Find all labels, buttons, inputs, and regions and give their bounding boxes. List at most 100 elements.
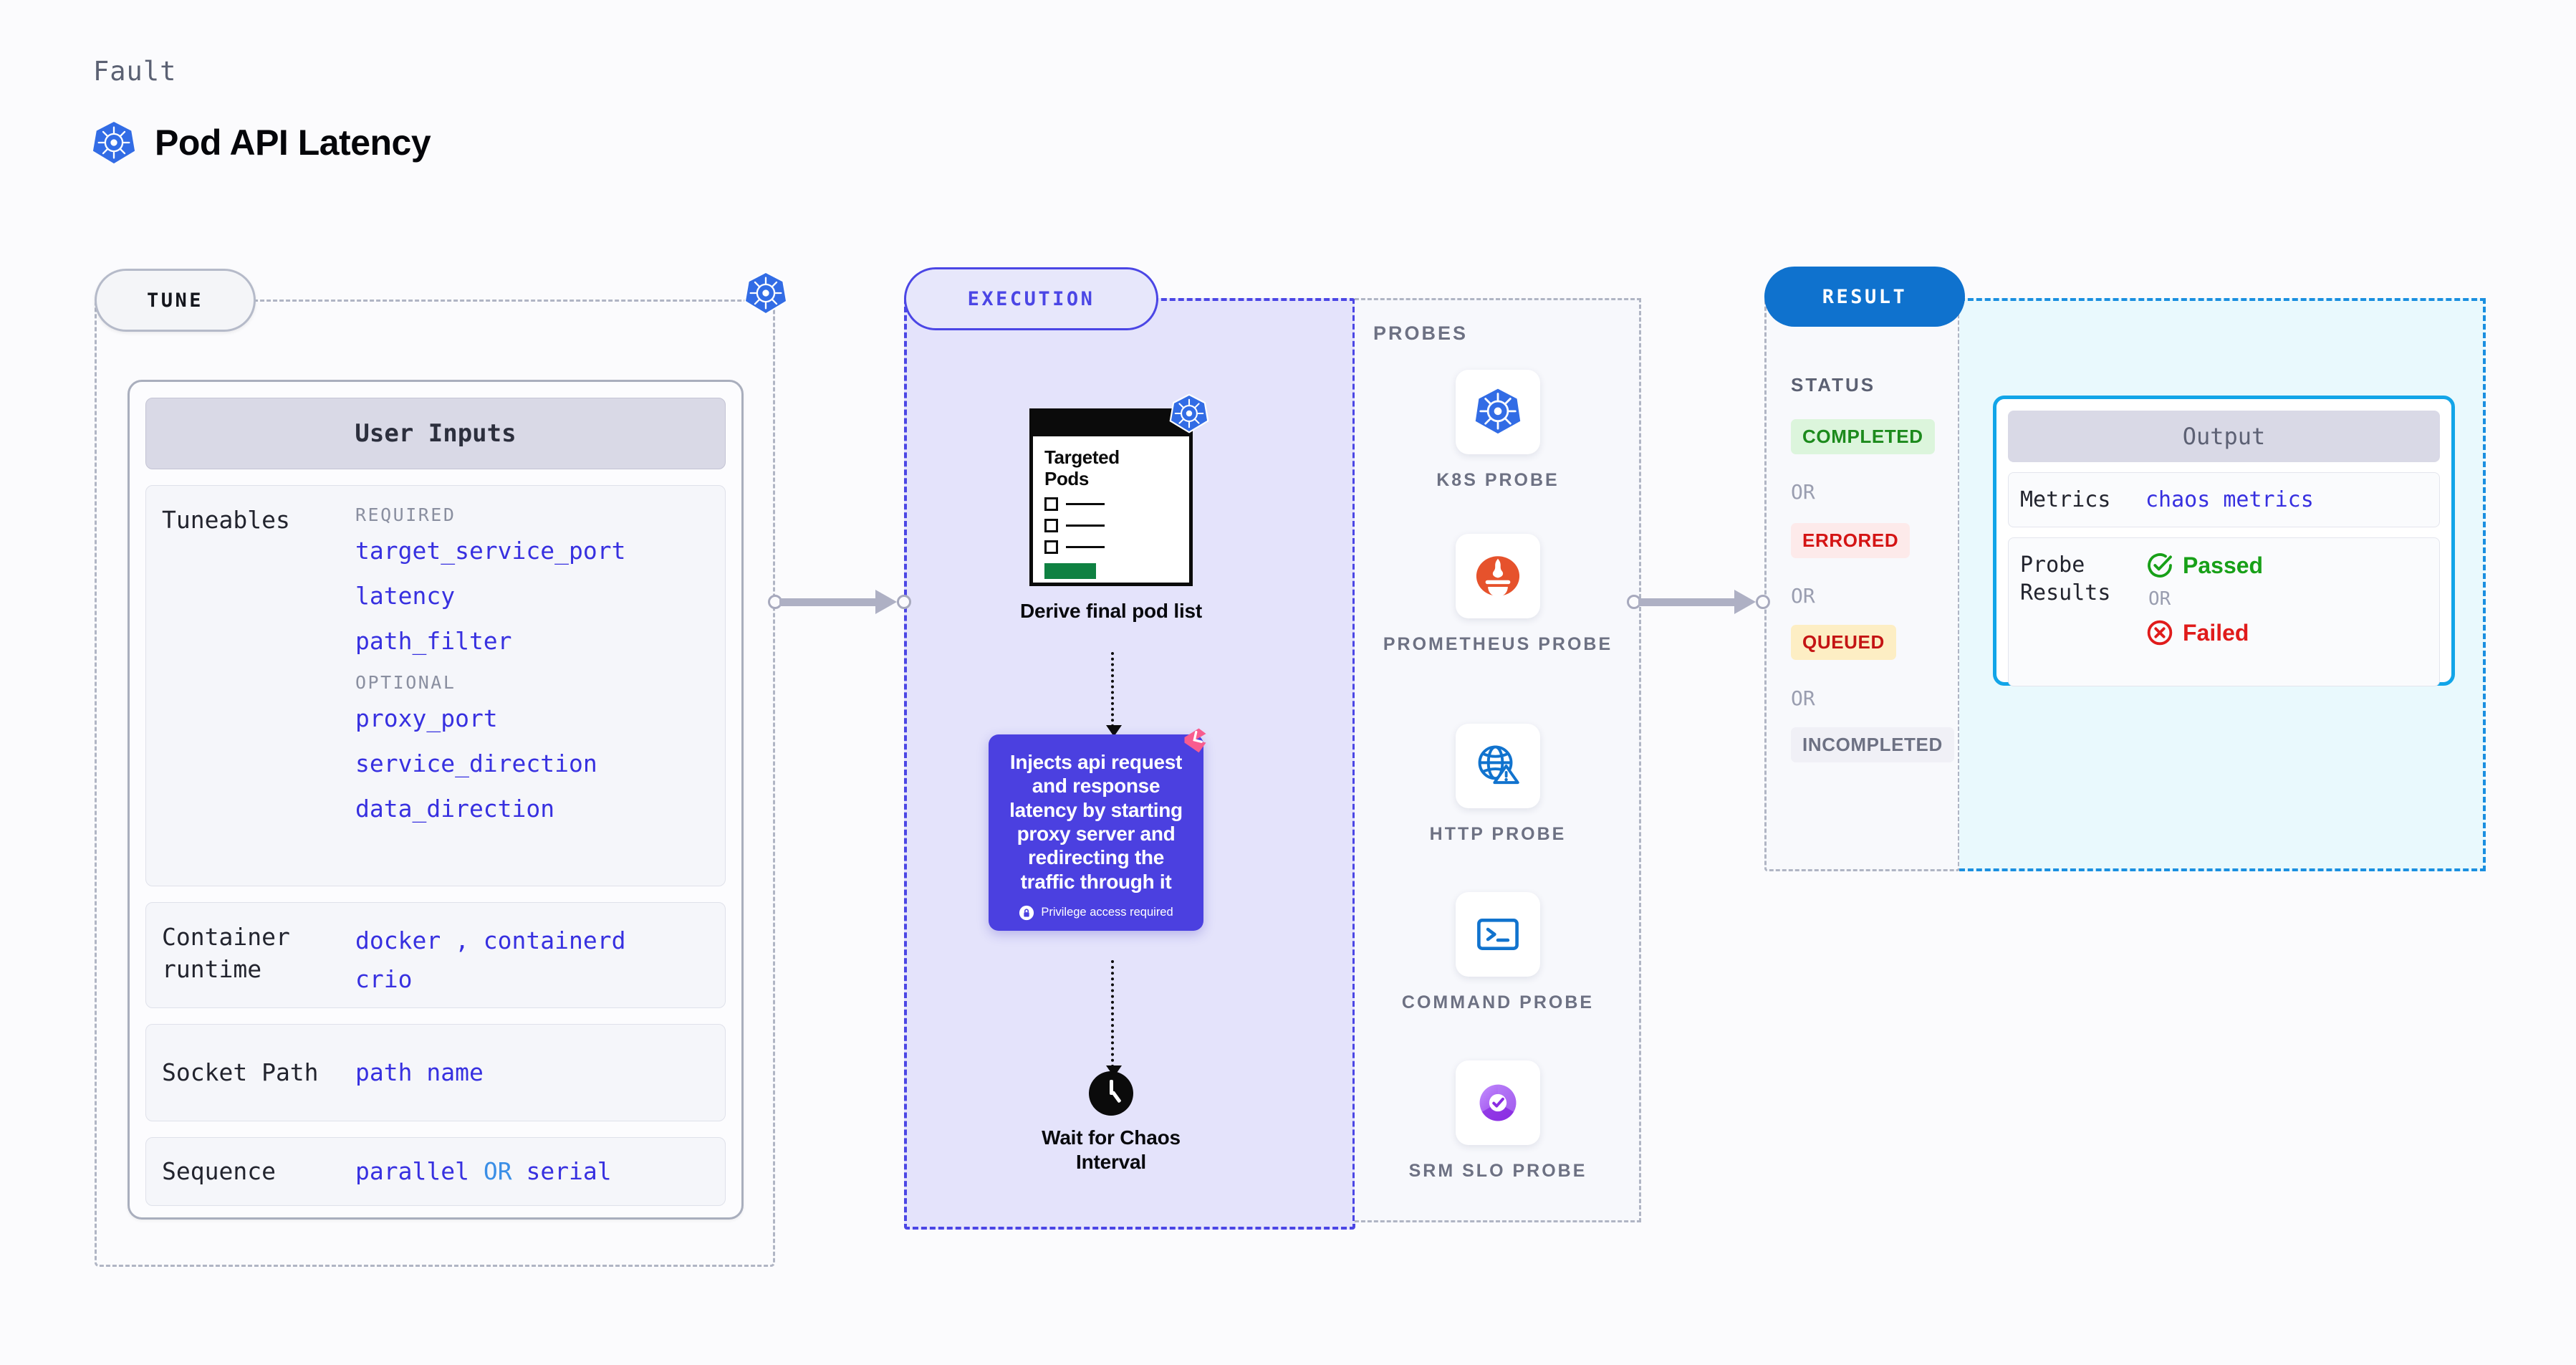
pod-list-item [1044, 519, 1178, 533]
probe-srm-slo[interactable]: SRM SLO PROBE [1355, 1060, 1641, 1184]
kubernetes-icon [1169, 393, 1209, 434]
sequence-value-b: serial [526, 1156, 612, 1185]
globe-warning-icon [1478, 745, 1519, 785]
litmus-chaos-icon [1184, 728, 1206, 753]
card-titlebar [1033, 412, 1189, 436]
status-badge-errored: ERRORED [1791, 523, 1911, 558]
probe-tile [1456, 724, 1540, 808]
sequence-value-a: parallel [355, 1156, 469, 1185]
metrics-label: Metrics [2020, 487, 2111, 512]
socket-path-label: Socket Path [162, 1058, 319, 1086]
probe-tile [1456, 1060, 1540, 1145]
targeted-pods-title: Pods [1044, 468, 1089, 490]
sequence-section: Sequence parallel OR serial [145, 1137, 726, 1206]
connector-execution-to-result [1627, 588, 1770, 616]
sequence-label: Sequence [162, 1156, 276, 1185]
probe-http[interactable]: HTTP PROBE [1355, 724, 1641, 847]
tune-pill[interactable]: TUNE [95, 269, 256, 332]
tune-panel [95, 300, 775, 1267]
terminal-icon [1477, 919, 1519, 950]
tuneable-item[interactable]: service_direction [355, 749, 597, 777]
arrow-right-icon [1734, 590, 1756, 614]
status-badge-queued: QUEUED [1791, 625, 1896, 660]
privilege-badge: Privilege access required [1000, 905, 1192, 921]
tuneable-item[interactable]: data_direction [355, 795, 555, 823]
or-separator: OR [1791, 584, 1815, 608]
or-separator: OR [1791, 480, 1815, 504]
derive-pod-list-caption: Derive final pod list [1019, 600, 1203, 622]
probe-prometheus[interactable]: PROMETHEUS PROBE [1355, 534, 1641, 657]
probe-result-passed: Passed [2145, 551, 2263, 580]
status-title: STATUS [1791, 374, 1876, 396]
status-badge-completed: COMPLETED [1791, 419, 1935, 454]
kubernetes-icon [744, 271, 788, 315]
probe-label: HTTP PROBE [1429, 824, 1567, 844]
status-badge-incompleted: INCOMPLETED [1791, 727, 1954, 762]
status-panel [1764, 298, 1960, 871]
or-separator: OR [2148, 588, 2171, 610]
targeted-pods-card: Targeted Pods [1029, 393, 1209, 586]
arrow-down-icon [1106, 725, 1122, 737]
tuneable-item[interactable]: path_filter [355, 627, 512, 655]
probe-label: SRM SLO PROBE [1408, 1161, 1587, 1181]
probe-label: PROMETHEUS PROBE [1383, 634, 1613, 654]
wait-interval-caption: Wait for Chaos Interval [1042, 1126, 1181, 1173]
socket-path-value: path name [355, 1058, 484, 1086]
placeholder-line [1066, 503, 1105, 506]
kubernetes-icon [1475, 388, 1521, 434]
progress-bar [1044, 563, 1096, 580]
probe-tile [1456, 534, 1540, 618]
probe-k8s[interactable]: K8S PROBE [1355, 370, 1641, 493]
container-runtime-label: Container runtime [162, 923, 290, 983]
page-title: Pod API Latency [155, 123, 431, 163]
tuneables-section: Tuneables REQUIRED target_service_port l… [145, 485, 726, 886]
required-label: REQUIRED [355, 504, 456, 525]
connector-end-dot [1756, 595, 1770, 609]
targeted-pods-node: Targeted Pods Derive final pod list [1020, 393, 1209, 623]
x-circle-icon [2147, 620, 2173, 646]
probe-tile [1456, 370, 1540, 454]
probe-tile [1456, 892, 1540, 977]
failed-label: Failed [2183, 619, 2249, 646]
probe-label: K8S PROBE [1436, 470, 1559, 490]
tuneable-item[interactable]: target_service_port [355, 537, 626, 565]
socket-path-section: Socket Path path name [145, 1024, 726, 1121]
lock-icon [1019, 905, 1034, 920]
metrics-value: chaos metrics [2145, 487, 2314, 512]
probe-label: COMMAND PROBE [1401, 992, 1595, 1012]
passed-label: Passed [2183, 552, 2264, 578]
wait-interval-node: Wait for Chaos Interval [1029, 1071, 1193, 1174]
pod-list-item [1044, 540, 1178, 555]
sequence-or: OR [483, 1156, 512, 1185]
probe-results-label: Probe Results [2020, 552, 2111, 605]
pod-list-item [1044, 497, 1178, 512]
check-circle-icon [2148, 553, 2172, 578]
metrics-row: Metrics chaos metrics [2008, 472, 2440, 527]
tuneable-item[interactable]: latency [355, 582, 456, 610]
execution-pill[interactable]: EXECUTION [904, 267, 1158, 330]
checkbox-icon [1044, 540, 1058, 555]
probe-result-failed: Failed [2145, 618, 2263, 647]
srm-slo-icon [1479, 1084, 1517, 1121]
checkbox-icon [1044, 497, 1058, 512]
probe-command[interactable]: COMMAND PROBE [1355, 892, 1641, 1015]
probe-results-row: Probe Results Passed OR Failed [2008, 537, 2440, 686]
connector-tune-to-execution [768, 588, 911, 616]
tuneables-label: Tuneables [162, 506, 290, 534]
tuneable-item[interactable]: proxy_port [355, 704, 498, 732]
output-card: Output Metrics chaos metrics Probe Resul… [1993, 396, 2455, 686]
inject-description: Injects api request and response latency… [1009, 751, 1183, 893]
connector-line [779, 598, 885, 606]
container-runtime-value: crio [355, 965, 413, 994]
output-title: Output [2008, 411, 2440, 462]
result-pill[interactable]: RESULT [1764, 267, 1965, 327]
flow-connector [1106, 960, 1122, 1077]
inject-latency-card: Injects api request and response latency… [989, 728, 1206, 931]
fault-eyebrow: Fault [93, 56, 177, 87]
clock-icon [1089, 1071, 1133, 1116]
arrow-right-icon [875, 590, 897, 614]
probes-title: PROBES [1373, 322, 1469, 344]
checkbox-icon [1044, 519, 1058, 533]
placeholder-line [1066, 546, 1105, 549]
connector-line [1638, 598, 1744, 606]
